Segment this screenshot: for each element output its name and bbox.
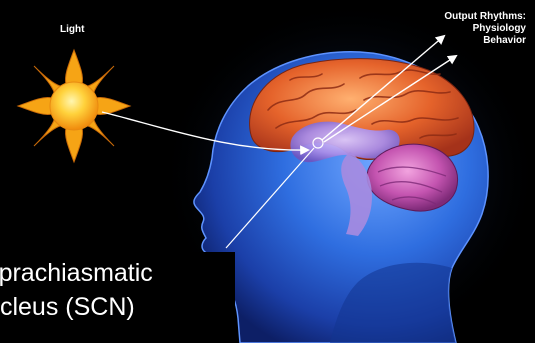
output-rhythms-label: Output Rhythms: Physiology Behavior (444, 11, 526, 47)
output-item-behavior: Behavior (444, 35, 526, 47)
scn-label-box: Suprachiasmatic Nucleus (SCN) (0, 252, 235, 343)
sun-icon (18, 50, 130, 162)
output-item-physiology: Physiology (444, 23, 526, 35)
output-rhythms-title: Output Rhythms: (444, 11, 526, 23)
light-label: Light (60, 24, 84, 36)
scn-label-line-2: Nucleus (SCN) (0, 292, 135, 322)
scn-label-line-1: Suprachiasmatic (0, 258, 153, 288)
